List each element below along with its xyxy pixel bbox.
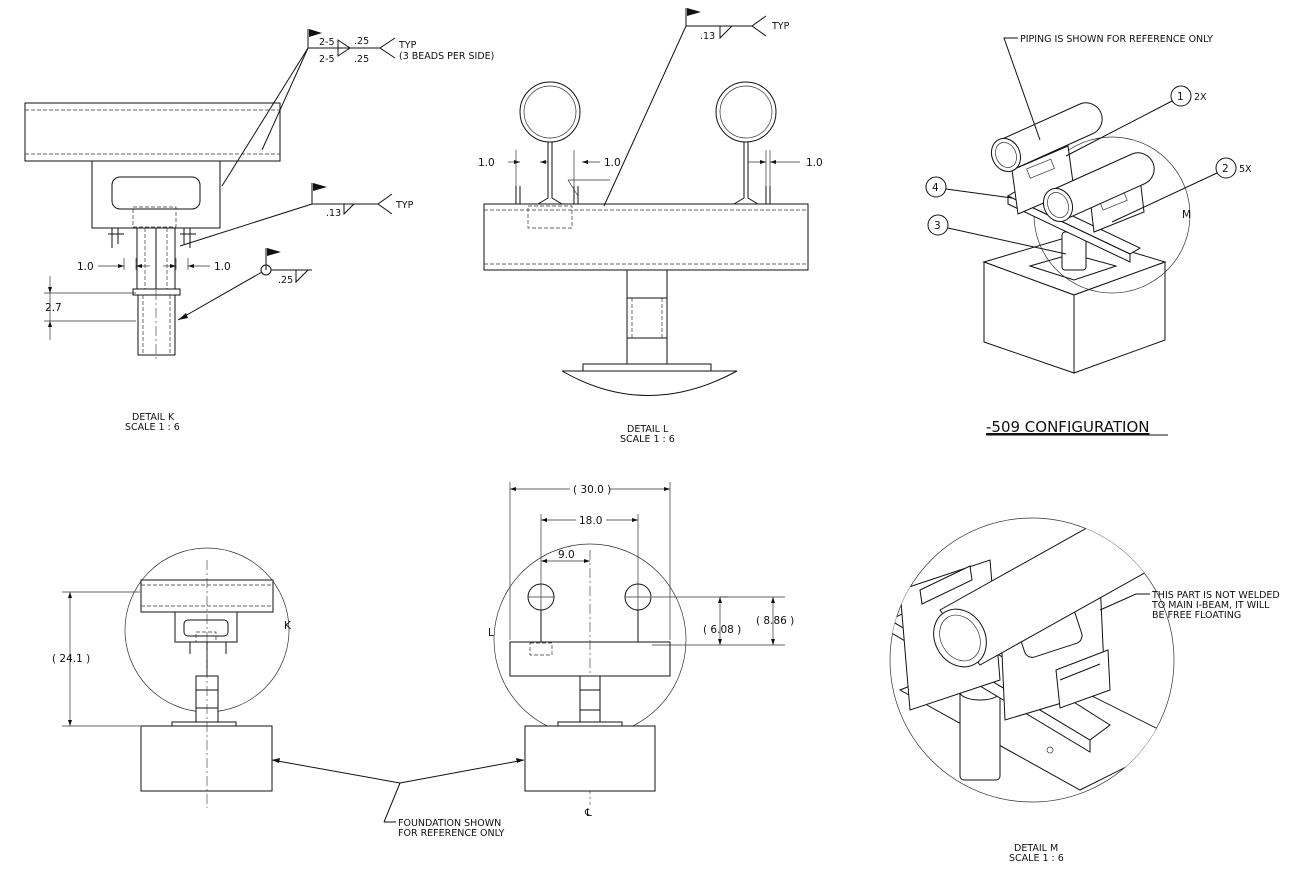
front-detail-callout: L: [488, 627, 494, 639]
pipe-right: [715, 81, 777, 143]
weld-k-size-bottom: .25: [354, 54, 369, 65]
detail-k-scale: SCALE 1 : 6: [125, 422, 180, 433]
weld-l-size: .13: [700, 31, 715, 42]
front-view: L ( 30.0 ) 18.0 9.0: [488, 482, 794, 819]
detail-m-note-2: TO MAIN I-BEAM, IT WILL: [1151, 600, 1270, 611]
note-piping: PIPING IS SHOWN FOR REFERENCE ONLY: [1020, 34, 1213, 45]
base-plate-l: [582, 363, 712, 372]
detail-m-title: DETAIL M: [1014, 843, 1058, 854]
foundation-note-line2: FOR REFERENCE ONLY: [398, 828, 505, 839]
weld-k-left-top: 2-5: [319, 37, 335, 48]
detail-l-title: DETAIL L: [627, 424, 669, 435]
side-view: K ( 24.1 ): [52, 547, 292, 808]
config-509-title: -509 CONFIGURATION: [986, 418, 1150, 436]
weld-k-size-top: .25: [354, 36, 369, 47]
foundation-note-line1: FOUNDATION SHOWN: [398, 818, 501, 829]
balloon-1: 1 2X: [1065, 85, 1207, 157]
detail-m-view: THIS PART IS NOT WELDED TO MAIN I-BEAM, …: [889, 517, 1280, 864]
base-plate: [132, 288, 181, 296]
balloon-2: 2 5X: [1111, 157, 1252, 223]
svg-text:4: 4: [932, 182, 939, 194]
dim-k-right: 1.0: [214, 261, 231, 273]
dim-overall: ( 30.0 ): [573, 484, 611, 496]
iso-pipe-2: [1051, 152, 1155, 221]
foundation-note: FOUNDATION SHOWN FOR REFERENCE ONLY: [271, 758, 525, 839]
detail-k-title: DETAIL K: [132, 412, 175, 423]
bracket-slot: [111, 176, 201, 210]
dim-h2: ( 6.08 ): [703, 624, 741, 636]
dim-l-1: 1.0: [478, 157, 495, 169]
weld-k-mid-note: TYP: [395, 200, 414, 211]
weld-k-note-2: (3 BEADS PER SIDE): [399, 51, 494, 62]
balloon-4: 4: [925, 176, 1013, 199]
iso-pipe-1: [999, 102, 1103, 171]
svg-text:1: 1: [1177, 91, 1184, 103]
dim-height: ( 24.1 ): [52, 653, 90, 665]
weld-k-note-1: TYP: [398, 40, 417, 51]
weld-l-note: TYP: [771, 21, 790, 32]
detail-l-scale: SCALE 1 : 6: [620, 434, 675, 445]
detail-m-note-3: BE FREE FLOATING: [1152, 610, 1241, 621]
weld-k-mid-size: .13: [326, 208, 341, 219]
svg-text:2: 2: [1222, 163, 1229, 175]
svg-text:2X: 2X: [1194, 92, 1207, 103]
weld-k-low-size: .25: [278, 275, 293, 286]
balloon-3: 3: [927, 214, 1067, 255]
config-509-view: M PIPING IS SHOWN FOR REFERENCE ONLY 1 2…: [925, 34, 1252, 436]
foundation-side: [140, 725, 273, 792]
detail-m-circle: [889, 517, 1175, 803]
dim-k-left: 1.0: [77, 261, 94, 273]
dim-pipe-spacing: 18.0: [579, 515, 602, 527]
dim-k-vertical: 2.7: [45, 302, 62, 314]
detail-m-scale: SCALE 1 : 6: [1009, 853, 1064, 864]
centerline-symbol: ℄: [584, 807, 592, 819]
svg-text:3: 3: [934, 220, 941, 232]
post-tube: [137, 294, 176, 356]
pipe-left: [519, 81, 581, 143]
detail-l-view: 1.0 1.0 1.0 .13 TYP DETAIL L SCALE 1 : 6: [478, 8, 823, 445]
dim-l-3: 1.0: [806, 157, 823, 169]
main-beam-l: [483, 203, 809, 271]
detail-m-note-1: THIS PART IS NOT WELDED: [1151, 590, 1280, 601]
dim-offset: 9.0: [558, 549, 575, 561]
foundation-front: [524, 725, 656, 792]
dim-h1: ( 8.86 ): [756, 615, 794, 627]
post-l: [626, 269, 668, 366]
view-label-m: M: [1182, 209, 1191, 221]
main-i-beam: [24, 102, 281, 162]
weld-k-left-bottom: 2-5: [319, 54, 335, 65]
detail-k-view: 1.0 1.0 2.7 2-5 2-5 .25 .25 TYP (3 BEADS…: [24, 29, 494, 433]
dim-l-2: 1.0: [604, 157, 621, 169]
side-detail-callout: K: [284, 620, 292, 632]
svg-text:5X: 5X: [1239, 164, 1252, 175]
